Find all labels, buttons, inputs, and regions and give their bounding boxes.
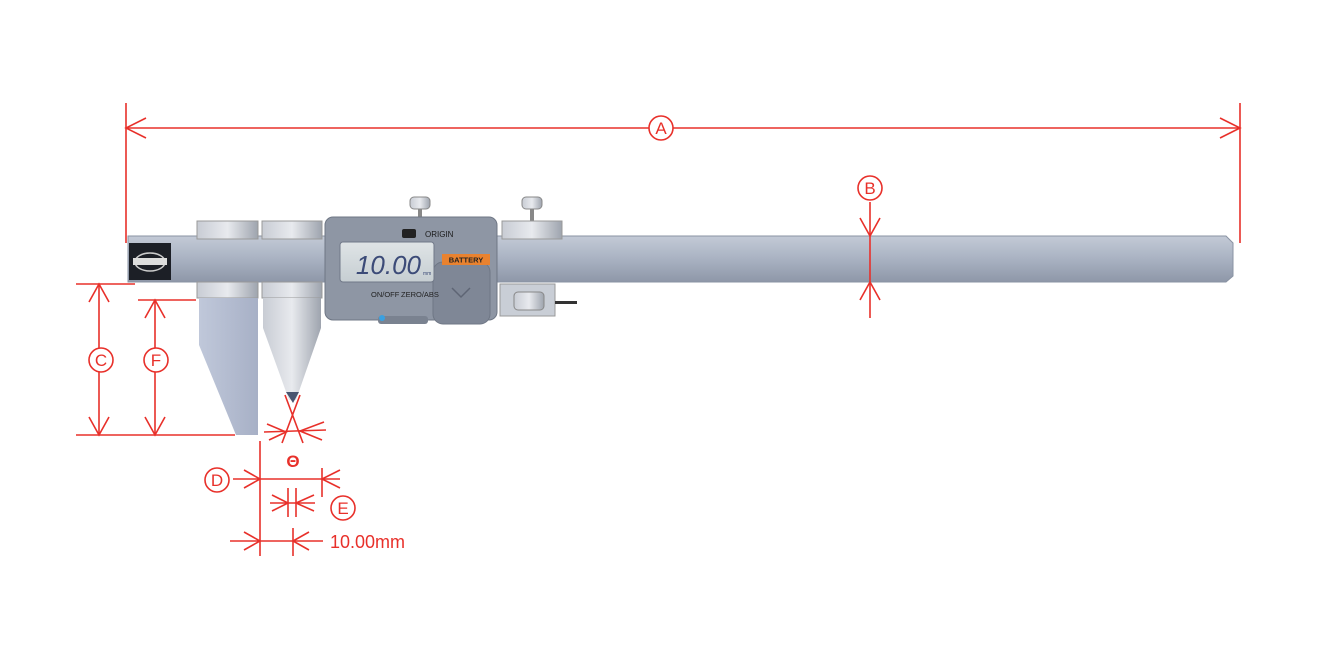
label-e: E — [337, 499, 348, 518]
jaw-block-upper-slider — [261, 220, 323, 240]
dimension-e: E — [270, 488, 356, 521]
dimension-a: A — [124, 103, 1242, 243]
label-f: F — [151, 351, 161, 370]
jaw-block-upper-fixed — [196, 220, 259, 240]
clamp-knob-left[interactable] — [409, 196, 431, 220]
fine-adjust-roller[interactable] — [499, 283, 577, 317]
cone-point-jaw — [263, 298, 321, 403]
dimension-b: B — [857, 175, 883, 318]
dimension-offset: 10.00mm — [230, 528, 405, 556]
zero-abs-label: ZERO/ABS — [401, 290, 439, 299]
origin-label: ORIGIN — [425, 230, 454, 239]
jaw-block-lower-fixed — [196, 281, 259, 299]
dimension-f: F — [138, 298, 196, 437]
origin-switch[interactable] — [402, 229, 416, 238]
dimension-d: D — [204, 441, 341, 556]
label-c: C — [95, 351, 107, 370]
offset-measurement: 10.00mm — [330, 532, 405, 552]
on-off-label: ON/OFF — [371, 290, 400, 299]
battery-badge — [442, 254, 490, 265]
clamp-knob-right[interactable] — [521, 196, 543, 224]
lcd-screen — [339, 241, 435, 283]
clamp-block-right — [501, 220, 563, 240]
jaw-block-lower-slider — [261, 281, 323, 299]
dimension-theta: Θ — [263, 394, 327, 471]
logo — [129, 243, 171, 280]
label-b: B — [864, 179, 875, 198]
lcd-unit: mm — [423, 271, 431, 277]
fixed-jaw — [199, 298, 258, 435]
label-d: D — [211, 471, 223, 490]
label-theta: Θ — [286, 452, 299, 471]
on-off-button[interactable] — [379, 315, 385, 321]
battery-label: BATTERY — [449, 256, 484, 265]
label-a: A — [655, 119, 667, 138]
lcd-reading: 10.00 — [356, 250, 422, 280]
caliper-beam — [127, 235, 1234, 283]
digital-display-unit: ORIGIN 10.00 mm BATTERY ON/OFF ZERO/ABS — [324, 216, 498, 325]
